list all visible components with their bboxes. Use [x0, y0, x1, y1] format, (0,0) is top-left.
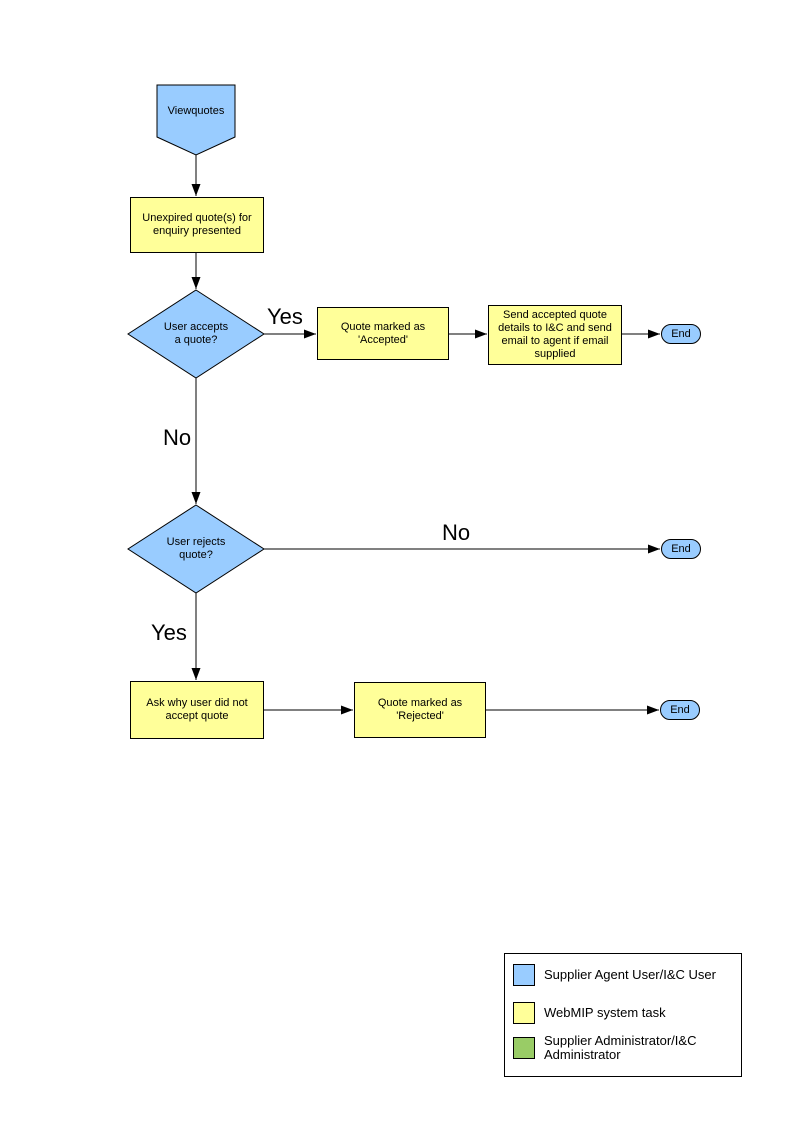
- send-details-box: Send accepted quote details to I&C and s…: [488, 305, 622, 365]
- end-node-reject: End: [660, 700, 700, 720]
- legend: Supplier Agent User/I&C User WebMIP syst…: [504, 953, 742, 1077]
- ask-why-box: Ask why user did not accept quote: [130, 681, 264, 739]
- accept-decision-label: User accepts a quote?: [163, 321, 229, 346]
- legend-label: Supplier Administrator/I&C Administrator: [544, 1033, 697, 1062]
- end-node-accept: End: [661, 324, 701, 344]
- mark-rejected-box: Quote marked as 'Rejected': [354, 682, 486, 738]
- legend-swatch-yellow: [513, 1002, 535, 1024]
- legend-swatch-green: [513, 1037, 535, 1059]
- edge-label-accept-no: No: [163, 425, 192, 450]
- reject-decision-label: User rejects quote?: [166, 536, 226, 561]
- legend-swatch-blue: [513, 964, 535, 986]
- start-node-label: Viewquotes: [167, 105, 225, 117]
- mark-accepted-box: Quote marked as 'Accepted': [317, 307, 449, 360]
- edge-label-reject-yes: Yes: [151, 620, 187, 645]
- legend-item-webmip-system-task: WebMIP system task: [513, 1002, 737, 1024]
- edge-label-reject-no: No: [442, 520, 471, 545]
- legend-label: Supplier Agent User/I&C User: [544, 967, 716, 982]
- present-quotes-box: Unexpired quote(s) for enquiry presented: [130, 197, 264, 253]
- legend-label: WebMIP system task: [544, 1005, 666, 1020]
- end-node-no-reject: End: [661, 539, 701, 559]
- legend-item-supplier-agent-user: Supplier Agent User/I&C User: [513, 964, 737, 986]
- legend-item-supplier-administrator: Supplier Administrator/I&C Administrator: [513, 1034, 737, 1062]
- edge-label-accept-yes: Yes: [267, 304, 303, 329]
- start-pentagon: [156, 84, 236, 156]
